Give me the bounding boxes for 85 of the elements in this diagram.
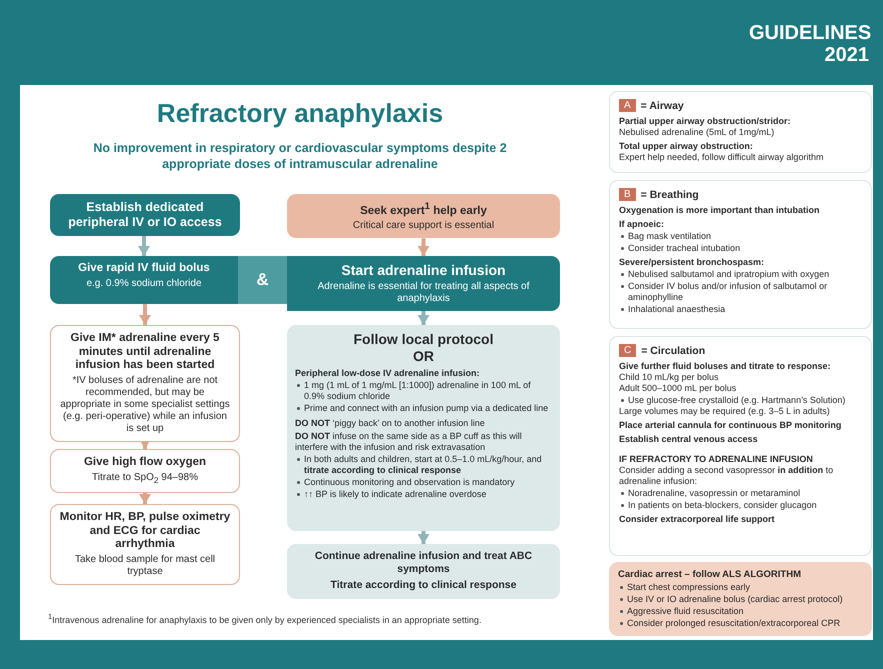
bullet-item: Noradrenaline, vasopressin or metaraminol [619, 488, 862, 499]
section-heading: = Circulation [641, 344, 706, 356]
step-note: Critical care support is essential [352, 220, 496, 232]
arrow [139, 492, 151, 504]
subheading: If apnoeic: [619, 219, 666, 230]
badge: A [619, 99, 636, 112]
step-note: Take blood sample for mast cell tryptase [74, 554, 216, 578]
step-note: e.g. 0.9% sodium chloride [85, 278, 203, 290]
step-note: *IV boluses of adrenaline are not recommended, but may be appropriate in some specialist settings (e.g. peri-operative) while an infusion is set up [59, 374, 231, 434]
step-heading: Continue adrenaline infusion and treat ABC symptoms [314, 550, 534, 576]
bullet-item: ↑↑ BP is likely to indicate adrenaline overdose [295, 489, 552, 500]
bullet-item: Aggressive fluid resuscitation [618, 606, 863, 617]
bullet-item: 1 mg (1 mL of 1 mg/mL [1:1000]) adrenaline in 100 mL of 0.9% sodium chloride [295, 380, 552, 402]
body-text: Consider adding a second vasopressor in addition to adrenaline infusion: [619, 465, 834, 487]
info-panel [609, 336, 872, 556]
subheading: Establish central venous access [619, 434, 759, 445]
bullet-item: In both adults and children, start at 0.5–1.0 mL/kg/hour, and titrate according to clinical response [295, 454, 552, 476]
bullet-item: In patients on beta-blockers, consider glucagon [619, 500, 862, 511]
step-heading: Establish dedicated peripheral IV or IO access [67, 200, 223, 230]
process-box [287, 544, 560, 598]
process-box [50, 449, 240, 492]
warning-text: DO NOT infuse on the same side as a BP cuff as this will interfere with the infusion and risk extravasation [295, 431, 523, 453]
body-text: Expert help needed, follow difficult airway algorithm [619, 152, 824, 163]
subheading: Consider extracorporeal life support [619, 514, 776, 525]
step-note: Adrenaline is essential for treating all aspects of anaphylaxis [316, 281, 530, 305]
body-text: Large volumes may be required (e.g. 3–5 L in adults) [619, 406, 831, 417]
arrow [138, 236, 150, 256]
step-heading: Follow local protocol [352, 331, 494, 348]
step-heading: Give IM* adrenaline every 5 minutes until adrenaline infusion has been started [70, 332, 220, 372]
subheading: Place arterial cannula for continuous BP monitoring [619, 420, 842, 431]
arrow [418, 531, 430, 544]
process-box [287, 325, 560, 531]
subheading: Give further fluid boluses and titrate to response: [619, 361, 832, 372]
step-heading: Titrate according to clinical response [330, 579, 518, 592]
badge: B [619, 188, 636, 201]
section-heading: = Breathing [640, 188, 699, 200]
process-box [50, 256, 238, 304]
subheading: Partial upper airway obstruction/stridor: [619, 116, 792, 127]
arrow [418, 238, 430, 256]
arrow [139, 304, 151, 325]
process-box [50, 325, 240, 442]
body-text: Adult 500–1000 mL per bolus [619, 383, 738, 394]
body-text: Child 10 mL/kg per bolus [619, 372, 720, 383]
body-text: Nebulised adrenaline (5mL of 1mg/mL) [619, 127, 776, 138]
arrow [418, 311, 430, 325]
bullet-item: Consider prolonged resuscitation/extracorporeal CPR [618, 618, 863, 629]
section-heading: = Airway [640, 100, 684, 112]
footnote: $^{1}$Intravenous adrenaline for anaphylaxis to be given only by experienced specialists in an appropriate setting. [48, 612, 482, 625]
process-box [287, 256, 560, 311]
bullet-item: Continuous monitoring and observation is mandatory [295, 477, 552, 488]
process-box [287, 194, 560, 238]
bullet-item: Inhalational anaesthesia [619, 304, 862, 315]
info-panel [609, 180, 872, 329]
arrow [139, 439, 151, 449]
subheading: Total upper airway obstruction: [619, 141, 754, 152]
step-heading: Monitor HR, BP, pulse oximetry and ECG for cardiac arrhythmia [59, 511, 231, 552]
process-box [50, 194, 240, 236]
label-text: GUIDELINES 2021 [749, 22, 869, 66]
step-note: Titrate to SpO$_{2}$ 94–98% [91, 472, 199, 486]
subheading: Peripheral low-dose IV adrenaline infusion: [295, 368, 481, 379]
step-heading: Seek expert$^{1}$ help early [359, 200, 488, 218]
step-heading: Give high flow oxygen [82, 456, 208, 470]
badge: C [619, 344, 636, 357]
bullet-item: Start chest compressions early [618, 582, 863, 593]
subtitle: No improvement in respiratory or cardiovascular symptoms despite 2 appropriate doses of intramuscular adrenaline [92, 140, 508, 172]
ampersand-label: & [238, 256, 287, 304]
step-heading: Start adrenaline infusion [340, 262, 507, 279]
step-heading: Give rapid IV fluid bolus [77, 262, 211, 276]
bullet-item: Nebulised salbutamol and ipratropium with oxygen [619, 269, 862, 280]
subheading: Oxygenation is more important than intubation [619, 205, 821, 216]
bullet-item: Prime and connect with an infusion pump via a dedicated line [295, 403, 552, 414]
bullet-item: Bag mask ventilation [619, 231, 862, 242]
title: Refractory anaphylaxis [156, 98, 444, 129]
info-panel [609, 91, 872, 173]
warning-text: DO NOT ‘piggy back’ on to another infusion line [295, 418, 486, 429]
info-panel [609, 562, 872, 636]
section-heading: Cardiac arrest – follow ALS ALGORITHM [618, 569, 802, 580]
bullet-item: Consider IV bolus and/or infusion of salbutamol or aminophylline [619, 281, 862, 303]
bullet-item: Consider tracheal intubation [619, 243, 862, 254]
step-heading: OR [412, 348, 435, 365]
process-box [50, 504, 240, 584]
bullet-item: Use IV or IO adrenaline bolus (cardiac arrest protocol) [618, 594, 863, 605]
bullet-item: Use glucose-free crystalloid (e.g. Hartmann’s Solution) [619, 395, 862, 406]
subheading: IF REFRACTORY TO ADRENALINE INFUSION [619, 454, 814, 465]
subheading: Severe/persistent bronchospasm: [619, 257, 766, 268]
